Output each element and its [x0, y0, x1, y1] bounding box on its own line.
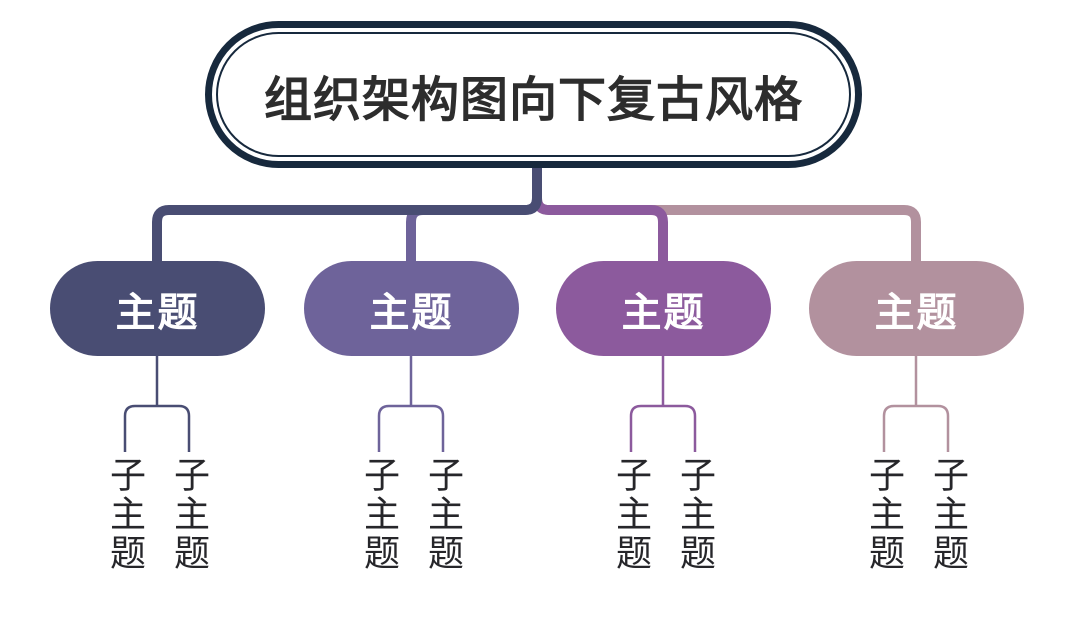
- branch-label-1: 主题: [115, 290, 200, 335]
- branch-node-3[interactable]: 主题: [556, 261, 771, 356]
- subtopic-label-3-1[interactable]: 子主题: [611, 456, 652, 573]
- connector-branch-2-subtopics: [377, 354, 445, 452]
- connector-branch-3-subtopics: [629, 354, 697, 452]
- subtopic-label-2-1[interactable]: 子主题: [359, 456, 400, 573]
- branch-label-3: 主题: [621, 290, 706, 335]
- subtopic-label-2-2[interactable]: 子主题: [423, 456, 464, 573]
- root-node-inner-border: 组织架构图向下复古风格: [216, 32, 851, 157]
- root-title: 组织架构图向下复古风格: [263, 73, 803, 127]
- connector-root-branch-1: [152, 166, 542, 264]
- connector-branch-1-subtopics: [123, 354, 191, 452]
- subtopic-label-1-2[interactable]: 子主题: [169, 456, 210, 573]
- subtopic-label-4-2[interactable]: 子主题: [928, 456, 969, 573]
- subtopic-label-4-1[interactable]: 子主题: [864, 456, 905, 573]
- branch-label-2: 主题: [369, 290, 454, 335]
- branch-label-4: 主题: [874, 290, 959, 335]
- branch-node-4[interactable]: 主题: [809, 261, 1024, 356]
- subtopic-label-3-2[interactable]: 子主题: [675, 456, 716, 573]
- subtopic-label-1-1[interactable]: 子主题: [105, 456, 146, 573]
- connector-root-branch-3: [532, 166, 668, 264]
- branch-node-2[interactable]: 主题: [304, 261, 519, 356]
- root-node[interactable]: 组织架构图向下复古风格: [205, 21, 862, 168]
- connector-branch-4-subtopics: [882, 354, 950, 452]
- branch-node-1[interactable]: 主题: [50, 261, 265, 356]
